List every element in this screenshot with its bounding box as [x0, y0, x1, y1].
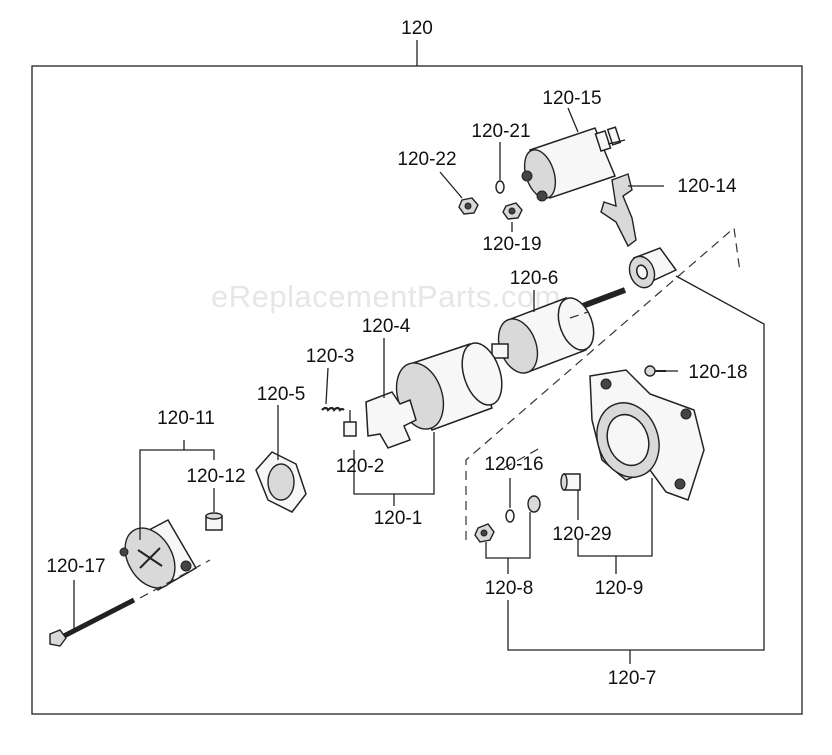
label-120-9: 120-9	[595, 578, 644, 599]
part-armature	[491, 287, 627, 374]
part-brush	[343, 410, 357, 437]
label-120-1: 120-1	[374, 508, 423, 529]
leader-120-22	[439, 171, 463, 199]
label-120-3: 120-3	[306, 346, 355, 367]
label-120-19: 120-19	[482, 234, 541, 255]
part-rear-cover	[119, 519, 198, 592]
bracket-120-11	[139, 449, 215, 540]
leader-120-15	[567, 107, 579, 133]
part-shift-lever	[600, 173, 637, 248]
part-nut-8	[474, 523, 495, 543]
part-washer-small	[495, 180, 505, 194]
label-120-18: 120-18	[688, 362, 747, 383]
part-brush-holder	[255, 451, 307, 513]
label-120-14: 120-14	[677, 176, 737, 197]
part-drive-housing	[589, 369, 705, 501]
label-120-29: 120-29	[552, 524, 611, 545]
dashed-axis-mid	[503, 311, 589, 469]
label-120-11: 120-11	[157, 408, 215, 429]
label-120-12: 120-12	[186, 466, 245, 487]
part-spring	[321, 406, 345, 412]
label-120-7: 120-7	[608, 668, 657, 689]
watermark-text: eReplacementParts.com	[211, 279, 561, 314]
label-120-6: 120-6	[510, 268, 559, 289]
leader-120-3	[325, 367, 329, 405]
label-120-21: 120-21	[471, 121, 530, 142]
bracket-120-7	[507, 275, 765, 651]
label-120-8: 120-8	[485, 578, 534, 599]
part-bushing-29	[560, 473, 581, 491]
part-through-bolt	[49, 597, 136, 647]
label-120-16: 120-16	[484, 454, 543, 475]
part-nut-22	[458, 197, 479, 215]
part-nut-19	[502, 202, 523, 220]
label-120-15: 120-15	[542, 88, 601, 109]
part-washer	[527, 495, 541, 513]
bracket-120-9	[577, 478, 653, 557]
label-120-17: 120-17	[46, 556, 105, 577]
part-yoke	[365, 342, 503, 449]
label-120-4: 120-4	[362, 316, 411, 337]
label-120-2: 120-2	[336, 456, 385, 477]
label-120: 120	[401, 18, 433, 39]
dashed-axis-left	[139, 559, 211, 599]
part-pinion-gear	[628, 247, 678, 289]
part-screw-18	[644, 365, 666, 377]
part-solenoid	[521, 126, 626, 202]
dashed-axis-right	[465, 226, 741, 540]
part-bushing-12	[205, 512, 223, 531]
label-120-5: 120-5	[257, 384, 306, 405]
part-retaining-ring	[505, 509, 515, 523]
label-120-22: 120-22	[397, 149, 456, 170]
